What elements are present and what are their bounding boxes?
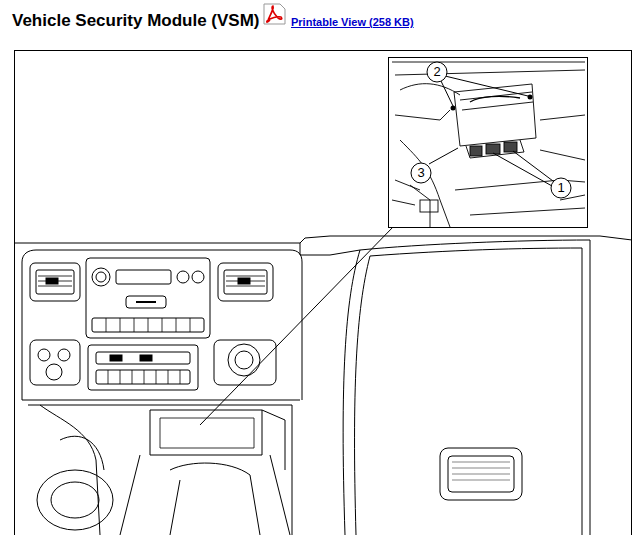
printable-view-link: Printable View (258 KB): [291, 15, 414, 29]
page-title: Vehicle Security Module (VSM): [12, 11, 260, 31]
callout-leader: [429, 76, 553, 186]
pdf-icon: [264, 4, 285, 24]
leader-line: [200, 226, 394, 425]
callout-circle: [411, 62, 571, 198]
callout-number: 1: [551, 178, 571, 198]
inset-detail: [389, 58, 588, 228]
callout-number: 2: [427, 62, 447, 82]
callout-number: 3: [411, 163, 431, 183]
dashboard-drawing: [14, 236, 632, 535]
figure-frame: [15, 51, 632, 535]
